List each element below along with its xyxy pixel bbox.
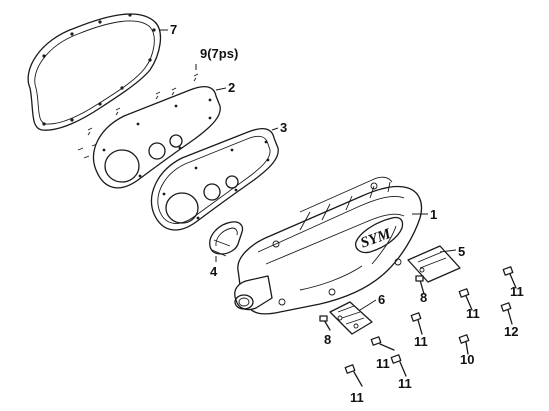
bolt-11-c	[390, 354, 407, 377]
screw-8-b	[319, 315, 331, 331]
callout-3: 3	[280, 120, 287, 135]
bolt-11-f	[502, 266, 517, 289]
part-1-crankcase-cover: SYM	[234, 176, 423, 315]
callout-7: 7	[170, 22, 177, 37]
screw-8-a	[415, 275, 425, 295]
callout-11-right: 11	[466, 306, 480, 321]
bolt-10	[458, 334, 470, 355]
callout-10: 10	[460, 352, 474, 367]
part-2-inner-plate	[92, 85, 221, 189]
bolt-11-d	[410, 312, 423, 335]
part-4-air-duct	[209, 221, 244, 257]
callout-11-mid: 11	[376, 356, 390, 371]
callout-5: 5	[458, 244, 465, 259]
part-7-gasket	[27, 13, 162, 131]
bolt-11-e	[458, 288, 473, 311]
plate-2-bolt-holes	[102, 98, 212, 178]
gasket-7-holes	[42, 13, 156, 126]
callout-11-bottom: 11	[350, 390, 364, 405]
callout-8-left: 8	[324, 332, 331, 347]
bolts	[319, 266, 517, 387]
callout-8-right: 8	[420, 290, 427, 305]
bolt-11-b	[344, 364, 363, 387]
callout-11-far-right: 11	[510, 284, 524, 299]
callout-9: 9(7ps)	[200, 46, 238, 61]
callout-11-center: 11	[414, 334, 428, 349]
leader-lines	[160, 29, 457, 311]
callout-4: 4	[210, 264, 218, 279]
intake-tube	[234, 275, 273, 311]
callout-2: 2	[228, 80, 235, 95]
part-3-gasket-plate	[150, 127, 279, 231]
bolt-12	[500, 302, 513, 325]
callout-11-lower: 11	[398, 376, 412, 391]
part-5-bracket	[407, 245, 461, 283]
callout-6: 6	[378, 292, 385, 307]
part-6-connector	[329, 301, 373, 335]
bolt-11-a	[370, 336, 395, 351]
callouts: 7 9(7ps) 2 3 1 4 5 8 6 8 11 11 12 11 10 …	[170, 22, 524, 405]
plate-3-bolt-holes	[162, 140, 270, 220]
callout-1: 1	[430, 207, 437, 222]
callout-12: 12	[504, 324, 518, 339]
